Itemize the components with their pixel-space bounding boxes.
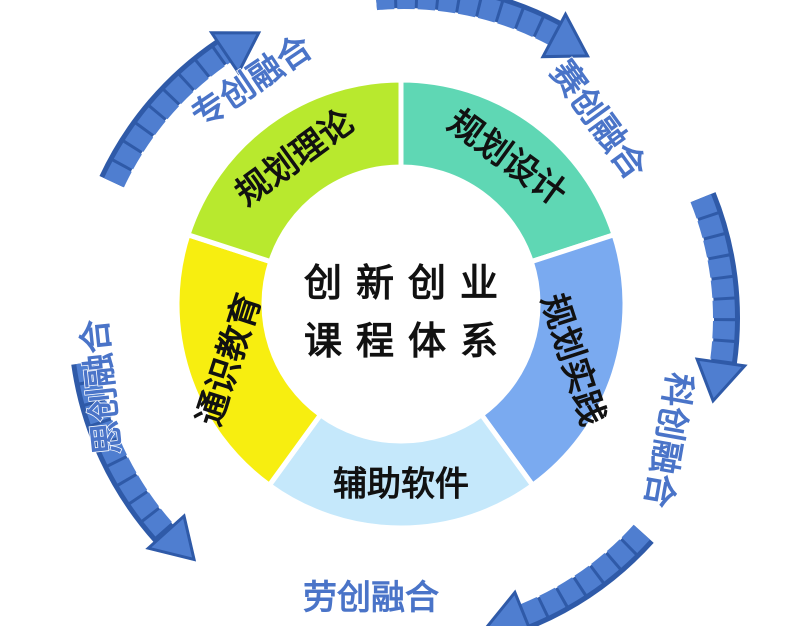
arrow-right-upper-head: [694, 357, 748, 404]
center-circle: [264, 167, 538, 441]
arrow-bottom-left: [71, 360, 197, 562]
arrow-top-head: [540, 11, 591, 59]
arrow-right-upper-shaft: [690, 194, 735, 365]
curriculum-wheel: [174, 77, 628, 531]
arrow-top: [376, 0, 591, 59]
arrow-right-lower: [485, 524, 654, 626]
arrow-right-lower-shaft: [519, 524, 650, 625]
ring-label-bottom: 劳创融合: [303, 578, 439, 618]
arrow-bottom-left-shaft: [76, 360, 175, 540]
arrow-left-upper-shaft: [104, 43, 232, 188]
arrow-right-lower-head: [485, 589, 531, 626]
arrow-top-shaft: [376, 0, 560, 46]
center-title-line1: 创新创业: [304, 260, 512, 305]
ring-label-right: 科创融合: [636, 370, 699, 511]
outer-arrows: [71, 0, 748, 626]
ring-label-left: 思创融合: [75, 317, 129, 456]
arrow-bottom-left-head: [145, 513, 197, 562]
segment-label-support-software: 辅助软件: [333, 465, 469, 505]
center-title-line2: 课程体系: [304, 318, 512, 363]
arrow-right-upper: [690, 192, 748, 404]
arrow-left-upper: [99, 31, 262, 188]
arrow-left-upper-head: [208, 31, 262, 76]
